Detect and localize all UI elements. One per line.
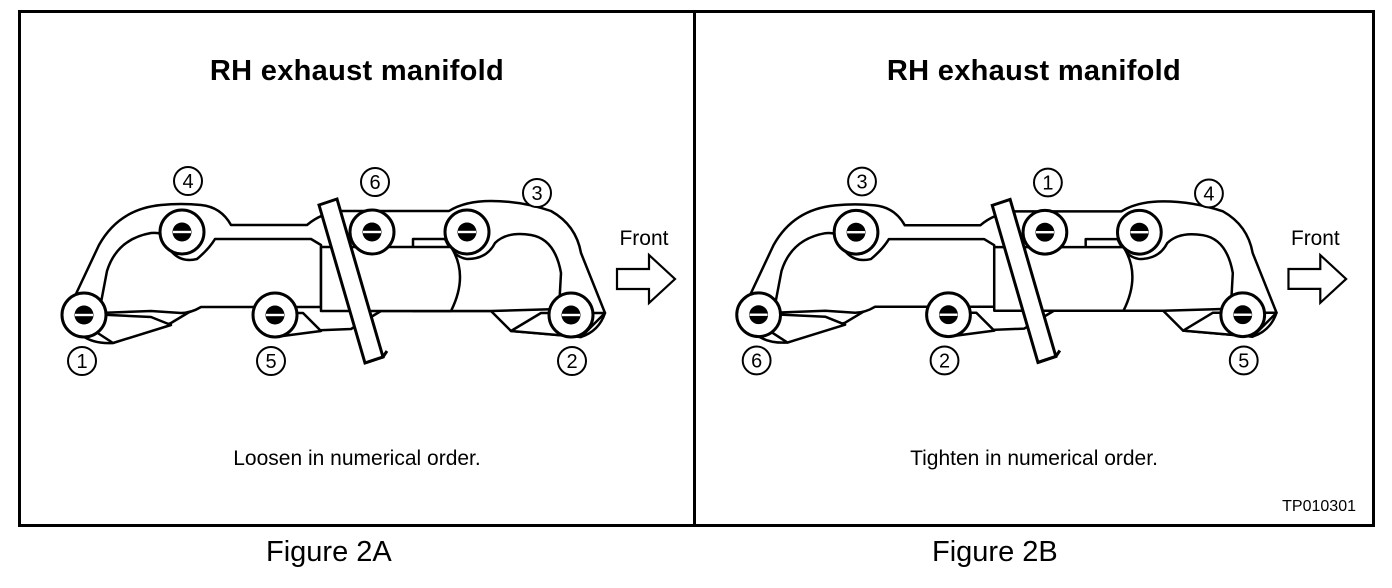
bolt-icon: [1219, 291, 1267, 339]
bolt-icon: [1021, 208, 1069, 256]
svg-text:1: 1: [1042, 172, 1053, 194]
bolt-number: 5: [1228, 345, 1259, 376]
bolt-icon: [547, 291, 595, 339]
front-label: Front: [1291, 227, 1340, 250]
svg-text:5: 5: [265, 351, 276, 373]
bolt-icon: [158, 208, 206, 256]
svg-text:2: 2: [566, 351, 577, 373]
front-indicator: Front: [615, 227, 677, 306]
svg-text:6: 6: [751, 350, 762, 372]
bolt-number: 4: [1194, 178, 1224, 209]
bolt-number: 1: [1032, 167, 1063, 198]
bolt-number: 4: [173, 166, 203, 196]
diagram-title: RH exhaust manifold: [886, 55, 1182, 87]
bolt-icon: [348, 208, 396, 256]
front-indicator: Front: [1287, 227, 1348, 306]
svg-text:4: 4: [1203, 183, 1214, 205]
bolt-number: 2: [929, 345, 960, 376]
left-port: [97, 231, 323, 315]
front-label: Front: [619, 227, 668, 250]
svg-text:4: 4: [182, 171, 193, 193]
bolt-number: 5: [256, 346, 286, 376]
bolt-number: 3: [847, 166, 877, 197]
bolt-icon: [443, 208, 491, 256]
manifold-diagram: 1 4 5 6 3 2 Front: [60, 166, 677, 376]
svg-text:1: 1: [76, 351, 87, 373]
svg-text:6: 6: [369, 172, 380, 194]
bolt-icon: [925, 291, 972, 339]
figure-2b-panel: RH exhaust manifold 6 3 2 1 4 5 Front Tighten …: [693, 10, 1375, 527]
instruction-text: Loosen in numerical order.: [233, 447, 481, 470]
figure-caption: Figure 2B: [932, 536, 1058, 568]
svg-text:5: 5: [1238, 350, 1249, 372]
bolt-number: 1: [67, 346, 97, 376]
instruction-text: Tighten in numerical order.: [910, 447, 1158, 470]
bolt-number: 3: [522, 178, 552, 208]
bolt-number: 2: [557, 346, 587, 376]
bolt-icon: [1116, 208, 1163, 256]
gasket-edge: [364, 350, 389, 365]
svg-text:2: 2: [939, 350, 950, 372]
diagram-title: RH exhaust manifold: [209, 55, 505, 87]
bolt-icon: [251, 291, 299, 339]
gasket-edge: [1037, 349, 1062, 364]
figure-2a-panel: RH exhaust manifold 1 4 5 6 3 2 Front Loosen i…: [18, 10, 696, 527]
svg-text:3: 3: [856, 171, 867, 193]
svg-text:3: 3: [531, 183, 542, 205]
bolt-icon: [60, 291, 108, 339]
bolt-number: 6: [360, 167, 390, 197]
bolt-icon: [832, 208, 880, 256]
figure-caption: Figure 2A: [266, 536, 392, 568]
manifold-diagram: 6 3 2 1 4 5 Front: [735, 166, 1348, 376]
front-arrow-icon: [1287, 252, 1348, 306]
left-port: [772, 231, 996, 314]
figure-code: TP010301: [1282, 498, 1356, 515]
front-arrow-icon: [615, 252, 677, 306]
bolt-number: 6: [741, 345, 772, 376]
bolt-icon: [735, 291, 782, 339]
